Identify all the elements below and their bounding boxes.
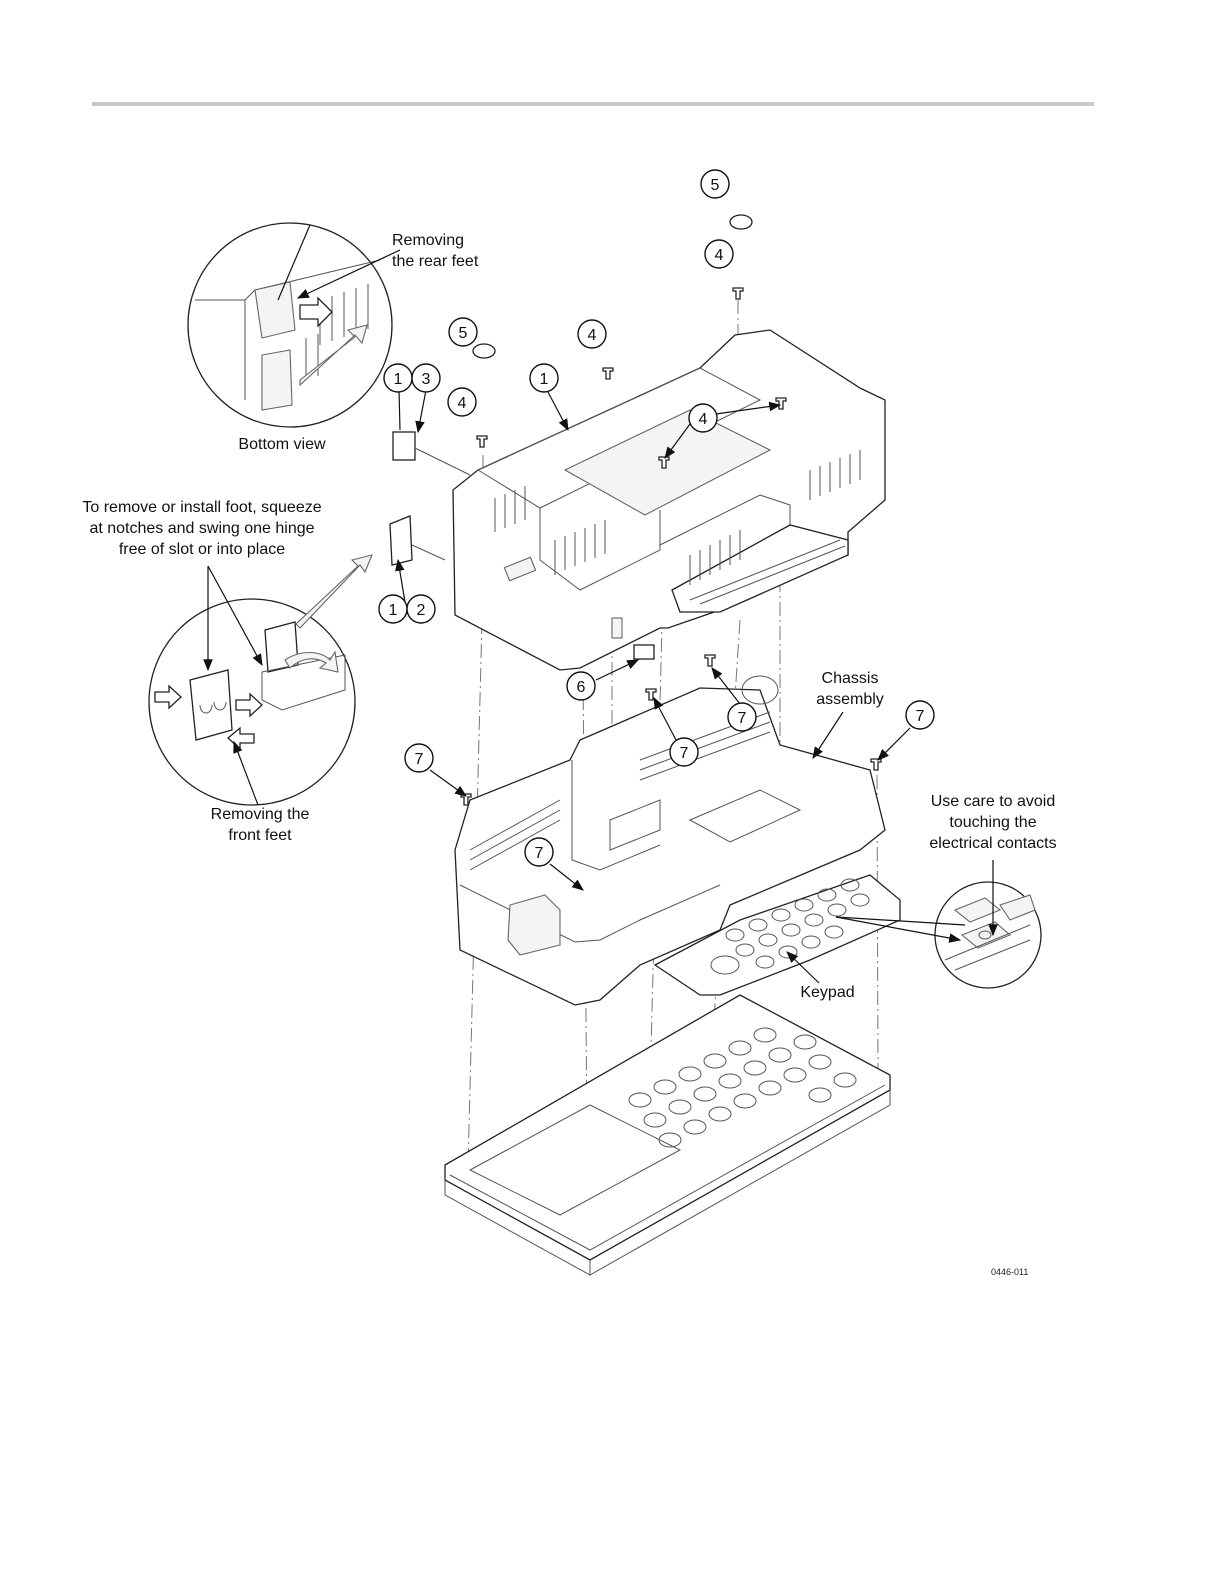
svg-text:4: 4 — [588, 327, 597, 344]
callout-7-b: 7 — [670, 738, 698, 766]
callout-4-left: 4 — [448, 388, 476, 416]
svg-text:2: 2 — [417, 602, 426, 619]
svg-text:7: 7 — [535, 845, 544, 862]
callout-7-e: 7 — [525, 838, 553, 866]
label-foot-instructions: To remove or install foot, squeeze at no… — [82, 497, 322, 560]
figure-id: 0446-011 — [991, 1267, 1028, 1277]
label-chassis-assembly: Chassis assembly — [800, 668, 900, 710]
svg-text:5: 5 — [711, 177, 720, 194]
svg-text:1: 1 — [389, 602, 398, 619]
svg-text:7: 7 — [680, 745, 689, 762]
callout-5-left: 5 — [449, 318, 477, 346]
svg-text:4: 4 — [699, 411, 708, 428]
svg-text:7: 7 — [415, 751, 424, 768]
callout-7-c: 7 — [906, 701, 934, 729]
callout-7-a: 7 — [728, 703, 756, 731]
svg-text:1: 1 — [540, 371, 549, 388]
detail-front-feet — [149, 555, 372, 805]
svg-text:1: 1 — [394, 371, 403, 388]
svg-text:7: 7 — [916, 708, 925, 725]
detail-contacts — [935, 882, 1041, 988]
detail-rear-feet — [188, 223, 392, 427]
top-cover — [453, 330, 885, 670]
callout-4-middle: 4 — [578, 320, 606, 348]
label-removing-front-feet: Removing the front feet — [200, 804, 320, 846]
bottom-case — [445, 995, 890, 1275]
callout-3-rear: 3 — [412, 364, 440, 392]
svg-text:6: 6 — [577, 679, 586, 696]
callout-6: 6 — [567, 672, 595, 700]
callout-1-rear: 1 — [384, 364, 412, 392]
callout-4-top: 4 — [705, 240, 733, 268]
callout-7-d: 7 — [405, 744, 433, 772]
label-removing-rear-feet: Removing the rear feet — [392, 230, 492, 272]
svg-text:4: 4 — [715, 247, 724, 264]
label-contacts-warning: Use care to avoid touching the electrica… — [918, 791, 1068, 854]
callout-5-top: 5 — [701, 170, 729, 198]
svg-text:7: 7 — [738, 710, 747, 727]
svg-text:5: 5 — [459, 325, 468, 342]
label-bottom-view: Bottom view — [222, 434, 342, 455]
callout-1-cover: 1 — [530, 364, 558, 392]
svg-text:3: 3 — [422, 371, 431, 388]
label-keypad: Keypad — [790, 982, 865, 1003]
callout-4-right: 4 — [689, 404, 717, 432]
svg-text:4: 4 — [458, 395, 467, 412]
callout-1-front: 1 — [379, 595, 407, 623]
callout-2-front: 2 — [407, 595, 435, 623]
